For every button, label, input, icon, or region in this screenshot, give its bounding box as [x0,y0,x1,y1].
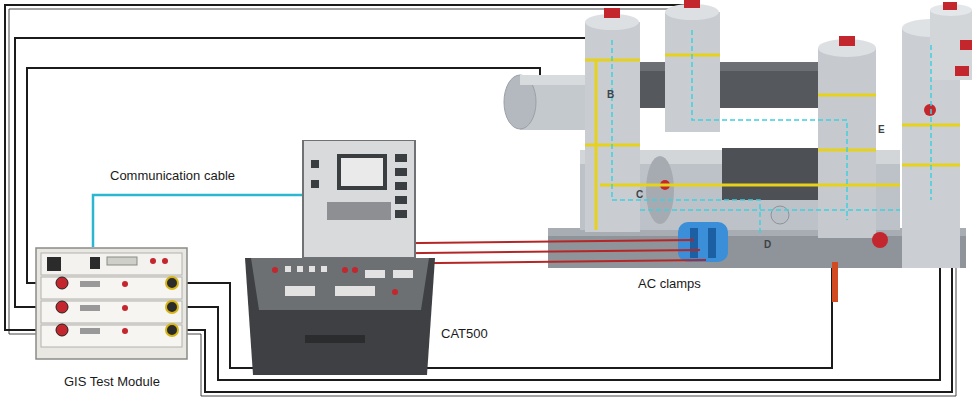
section-letter: B [607,89,614,101]
communication-cable [93,195,245,247]
section-letter: E [878,124,885,136]
device-label: CAT500 [441,326,488,342]
section-letter: D [764,239,771,251]
clamp-label: AC clamps [638,276,701,292]
cable-label: Communication cable [107,168,238,184]
cat500-case: CAT500 [245,140,435,375]
test-module: GIS Test Module [35,247,188,360]
module-label: GIS Test Module [64,374,160,390]
device-drawing [35,247,188,360]
device-drawing [245,140,435,375]
section-letter: C [636,189,643,201]
